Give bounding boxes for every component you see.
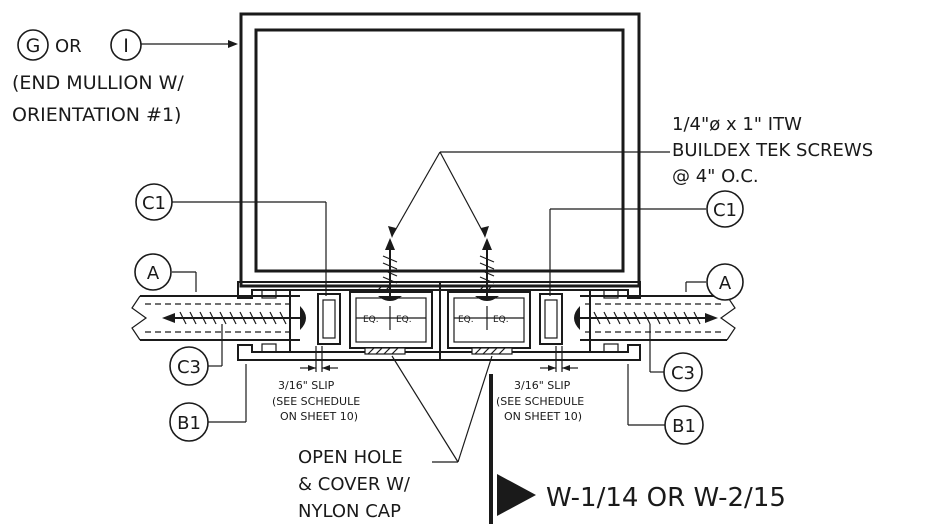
open-hole-note-line2: & COVER W/: [298, 474, 411, 495]
callout-or-text: OR: [55, 36, 82, 57]
eq-label: EQ.: [396, 315, 412, 325]
slip-note-left-line1: 3/16" SLIP: [278, 379, 335, 392]
wall-left: [131, 295, 300, 341]
leader-lines: [140, 43, 706, 463]
eq-label: EQ.: [363, 315, 379, 325]
screw-right: [574, 306, 718, 330]
callout-c1-left: C1: [135, 183, 200, 221]
callout-g: G: [17, 29, 49, 61]
callout-i: I: [110, 29, 142, 61]
callout-a-left: A: [134, 253, 172, 291]
screw-left: [162, 306, 306, 330]
callout-b1-right: B1: [664, 405, 704, 445]
wall-right: [580, 295, 736, 341]
tek-screw-right: [475, 238, 499, 301]
slip-note-right-line3: ON SHEET 10): [504, 410, 582, 423]
mullion-tube: [239, 12, 641, 288]
callout-c1-left-label: C1: [142, 193, 166, 214]
end-mullion-note-line2: ORIENTATION #1): [12, 104, 181, 126]
open-hole-note-line1: OPEN HOLE: [298, 447, 403, 468]
screw-note-line3: @ 4" O.C.: [672, 166, 759, 187]
slip-note-right-line1: 3/16" SLIP: [514, 379, 571, 392]
callout-c3-right-label: C3: [671, 363, 695, 384]
callout-g-label: G: [26, 35, 41, 57]
callout-a-right: A: [706, 263, 744, 301]
callout-b1-right-label: B1: [672, 416, 696, 437]
slip-note-left-line3: ON SHEET 10): [280, 410, 358, 423]
callout-i-label: I: [123, 35, 129, 57]
screw-note-line1: 1/4"ø x 1" ITW: [672, 114, 802, 135]
section-arrow-icon: [497, 474, 536, 516]
tek-screw-left: [378, 238, 402, 301]
callout-c1-right-label: C1: [713, 200, 737, 221]
callout-a-left-label: A: [147, 263, 160, 284]
end-mullion-note-line1: (END MULLION W/: [12, 72, 184, 94]
section-reference-text: W-1/14 OR W-2/15: [546, 483, 786, 513]
eq-dimensions: [356, 306, 524, 330]
callout-a-right-label: A: [719, 273, 732, 294]
callout-b1-left-label: B1: [177, 413, 201, 434]
callout-c3-left-label: C3: [177, 357, 201, 378]
eq-label: EQ.: [493, 315, 509, 325]
leader-arrowheads: [228, 40, 570, 371]
screw-note-line2: BUILDEX TEK SCREWS: [672, 140, 873, 161]
slip-note-left-line2: (SEE SCHEDULE: [272, 395, 360, 408]
eq-label: EQ.: [458, 315, 474, 325]
open-hole-note-line3: NYLON CAP: [298, 501, 401, 522]
slip-note-right-line2: (SEE SCHEDULE: [496, 395, 584, 408]
callout-c3-right: C3: [663, 352, 703, 392]
callout-b1-left: B1: [169, 402, 209, 442]
callout-c1-right: C1: [706, 190, 744, 228]
callout-c3-left: C3: [169, 346, 209, 386]
